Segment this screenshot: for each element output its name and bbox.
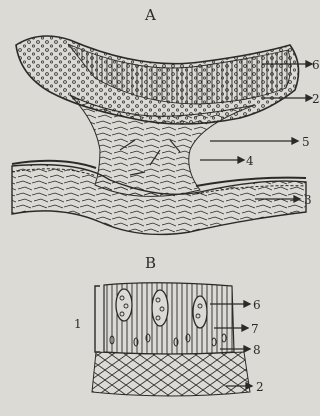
panel-a-label-2: 2 bbox=[312, 92, 320, 106]
epithelium-detail bbox=[92, 283, 250, 396]
panel-a-label-5: 5 bbox=[302, 135, 310, 149]
panel-a-title: A bbox=[144, 6, 156, 24]
panel-b-title: B bbox=[145, 254, 156, 272]
panel-b-label-6: 6 bbox=[253, 298, 261, 312]
bracket bbox=[95, 286, 100, 352]
panel-a-label-3: 3 bbox=[304, 193, 312, 207]
panel-a-label-6: 6 bbox=[312, 58, 320, 72]
panel-b-label-8: 8 bbox=[253, 343, 261, 357]
panel-b-label-7: 7 bbox=[251, 322, 259, 336]
panel-b-bracket-label: 1 bbox=[74, 317, 82, 331]
panel-a-label-4: 4 bbox=[246, 154, 254, 168]
villus-section bbox=[12, 36, 306, 234]
lamina-propria bbox=[92, 352, 250, 396]
goblet-cell-3 bbox=[193, 296, 207, 328]
panel-b-label-2: 2 bbox=[256, 380, 264, 394]
